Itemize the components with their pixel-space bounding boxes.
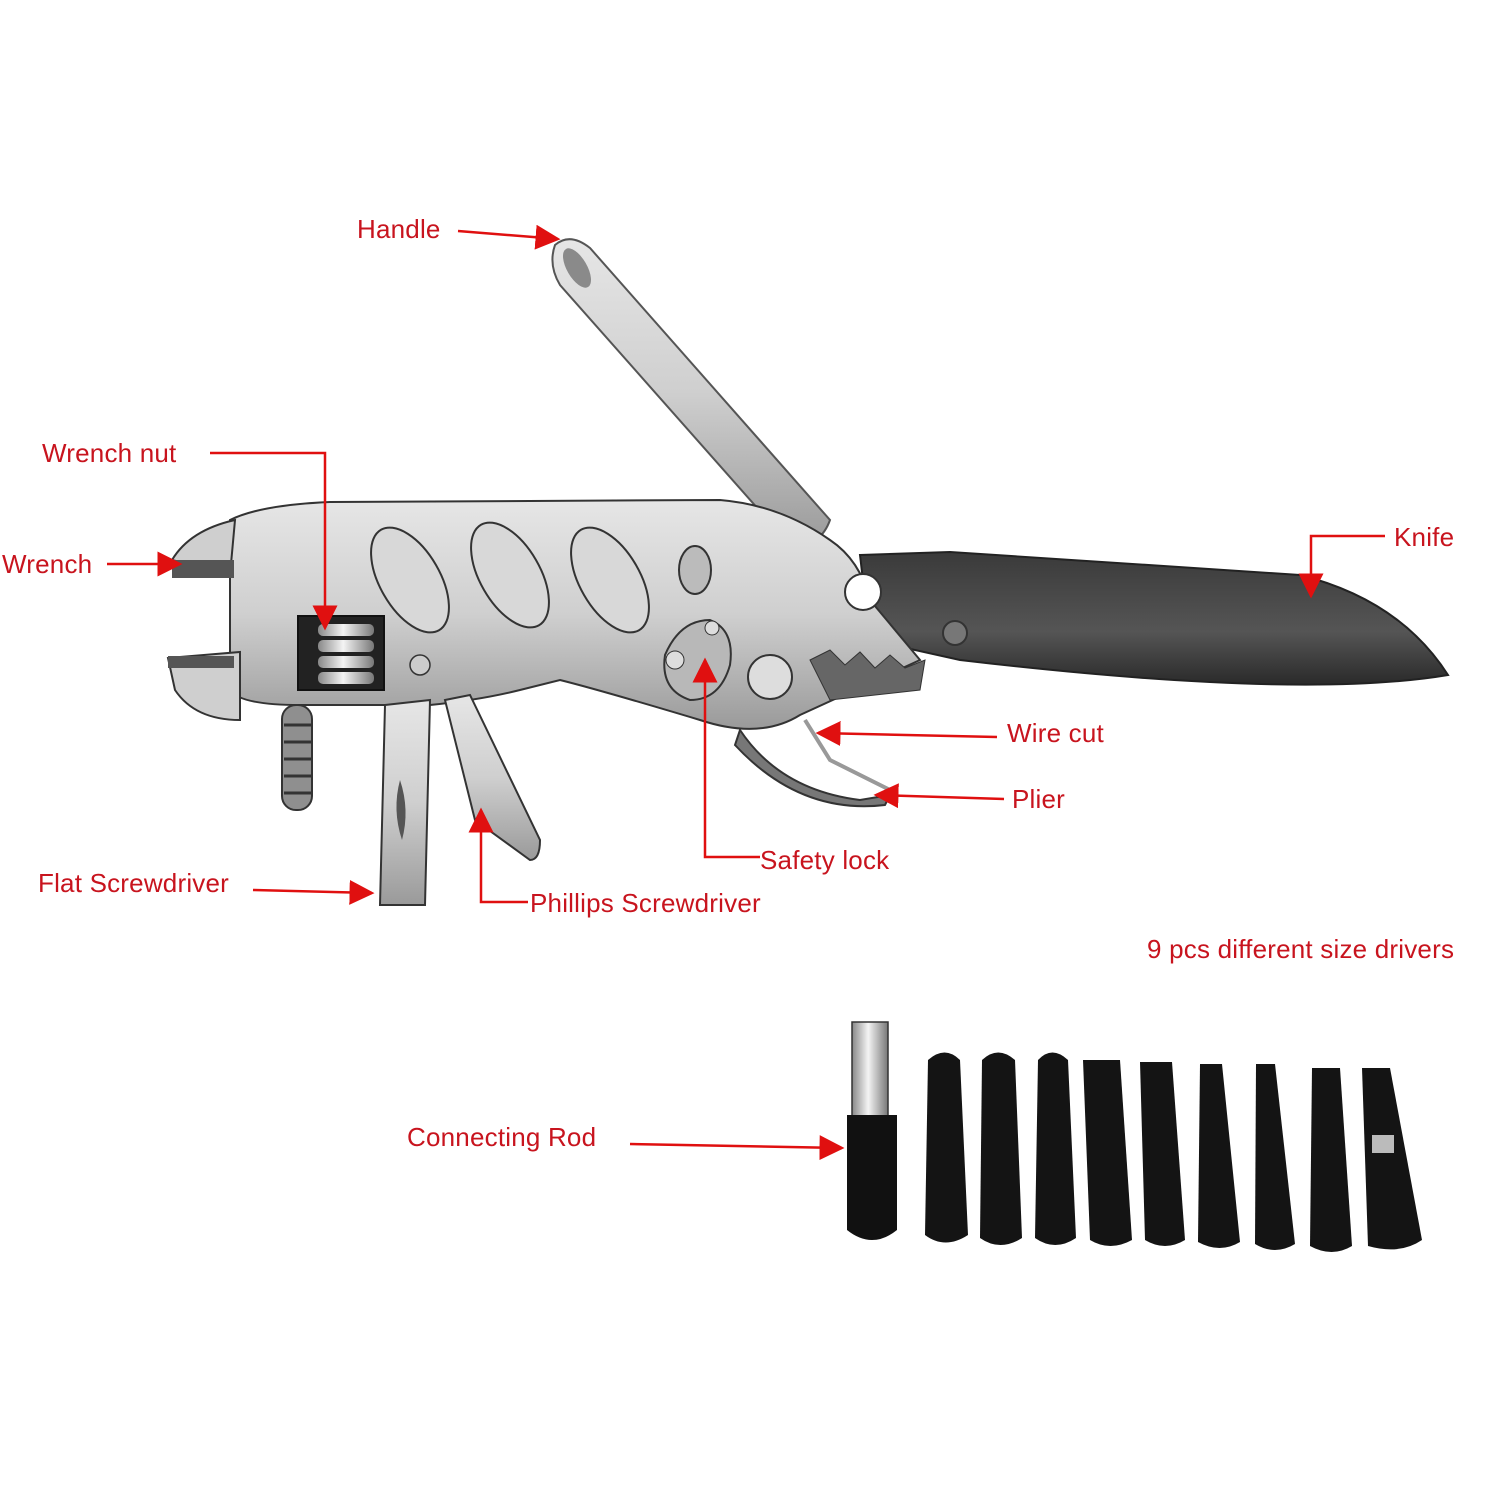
wrench-jaws bbox=[166, 518, 313, 811]
phillips-screwdriver bbox=[443, 693, 542, 862]
label-wire-cut: Wire cut bbox=[1007, 718, 1104, 748]
label-drivers-caption: 9 pcs different size drivers bbox=[1147, 934, 1455, 964]
tool-body bbox=[229, 498, 926, 730]
label-connecting-rod: Connecting Rod bbox=[407, 1122, 597, 1152]
label-flat-screwdriver: Flat Screwdriver bbox=[38, 868, 230, 898]
bit-set bbox=[847, 1021, 1422, 1252]
knife-blade bbox=[858, 550, 1450, 686]
label-wrench: Wrench bbox=[2, 549, 93, 579]
label-phillips-screwdriver: Phillips Screwdriver bbox=[530, 888, 761, 918]
annotation-arrows bbox=[107, 224, 1385, 1161]
flat-screwdriver bbox=[378, 698, 432, 906]
label-handle: Handle bbox=[357, 214, 441, 244]
label-plier: Plier bbox=[1012, 784, 1066, 814]
label-knife: Knife bbox=[1394, 522, 1455, 552]
label-wrench-nut: Wrench nut bbox=[42, 438, 177, 468]
label-safety-lock: Safety lock bbox=[760, 845, 890, 875]
